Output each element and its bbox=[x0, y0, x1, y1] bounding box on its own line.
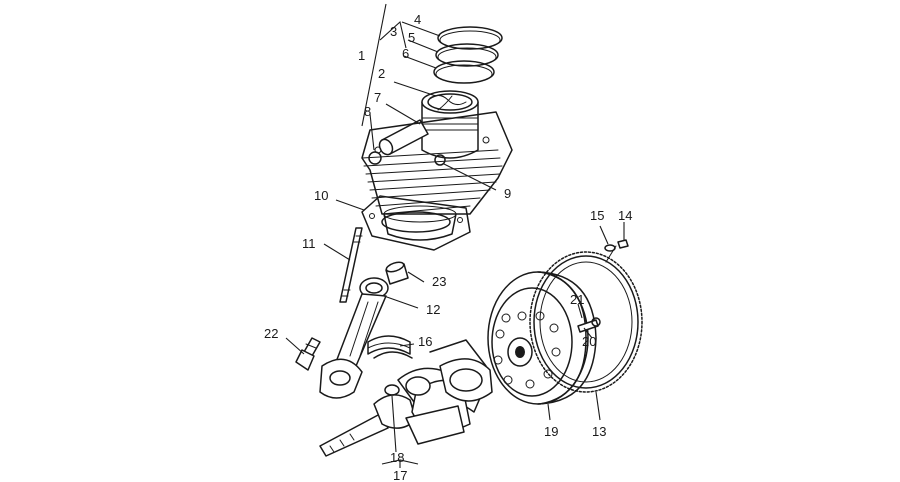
base-gasket bbox=[361, 195, 471, 251]
callout-14: 14 bbox=[618, 208, 632, 223]
connecting-rod-bolt bbox=[295, 337, 321, 371]
callout-12: 12 bbox=[426, 302, 440, 317]
flywheel bbox=[487, 271, 597, 405]
callout-8: 8 bbox=[364, 104, 371, 119]
callout-10: 10 bbox=[314, 188, 328, 203]
piston bbox=[421, 90, 479, 159]
callout-labels: 1 2 3 4 5 6 7 8 9 10 11 12 13 14 15 16 1… bbox=[264, 12, 632, 482]
callout-17: 17 bbox=[393, 468, 407, 482]
small-end-bush bbox=[385, 261, 409, 285]
flywheel-bolts bbox=[577, 317, 601, 333]
big-end-bearing-shells bbox=[367, 335, 413, 359]
callout-1: 1 bbox=[358, 48, 365, 63]
callout-15: 15 bbox=[590, 208, 604, 223]
callout-18: 18 bbox=[390, 450, 404, 465]
callout-7: 7 bbox=[374, 90, 381, 105]
stud bbox=[339, 227, 363, 303]
callout-3: 3 bbox=[390, 24, 397, 39]
cylinder bbox=[361, 111, 513, 241]
callout-11: 11 bbox=[302, 236, 316, 251]
crankshaft bbox=[319, 339, 493, 457]
callout-5: 5 bbox=[408, 30, 415, 45]
callout-16: 16 bbox=[418, 334, 432, 349]
screw-and-washer bbox=[604, 239, 629, 263]
callout-13: 13 bbox=[592, 424, 606, 439]
callout-2: 2 bbox=[378, 66, 385, 81]
callout-21: 21 bbox=[570, 292, 584, 307]
callout-22: 22 bbox=[264, 326, 278, 341]
piston-rings bbox=[433, 26, 503, 84]
callout-23: 23 bbox=[432, 274, 446, 289]
leader-lines bbox=[285, 3, 625, 468]
callout-6: 6 bbox=[402, 46, 409, 61]
crank-washer bbox=[384, 384, 400, 396]
callout-9: 9 bbox=[504, 186, 511, 201]
starter-ring-gear bbox=[529, 251, 643, 393]
callout-4: 4 bbox=[414, 12, 421, 27]
callout-20: 20 bbox=[582, 334, 596, 349]
callout-19: 19 bbox=[544, 424, 558, 439]
piston-pin bbox=[378, 119, 429, 156]
connecting-rod bbox=[319, 277, 389, 399]
